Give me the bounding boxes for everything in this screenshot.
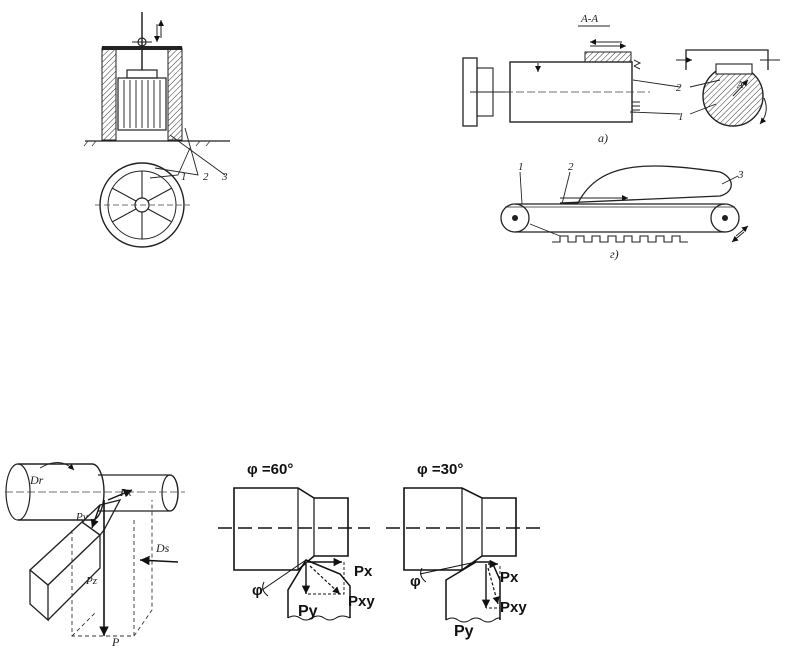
left-wall xyxy=(101,47,117,141)
section-label: A-A xyxy=(580,13,598,25)
workpiece-30 xyxy=(403,487,517,571)
piston xyxy=(126,69,158,79)
label-ds: Ds xyxy=(155,541,170,555)
section-stone xyxy=(715,63,753,75)
belt-rack xyxy=(552,235,688,243)
heading-30: φ =30° xyxy=(417,461,463,478)
heading-60: φ =60° xyxy=(247,461,293,478)
right-wall xyxy=(167,47,183,141)
pxy-60: Pxy xyxy=(348,593,375,610)
phi-30: φ xyxy=(410,573,421,590)
px-30: Px xyxy=(500,569,519,586)
belt-caption: г) xyxy=(610,247,619,261)
force-arrow-px xyxy=(107,489,133,501)
grinding-caption: a) xyxy=(598,131,608,145)
hopper-callout-2: 2 xyxy=(203,171,209,183)
py-30: Py xyxy=(454,623,474,640)
hopper-figure: 1 2 3 xyxy=(83,12,230,248)
belt-figure: 1 2 3 г) xyxy=(500,161,749,261)
pxy-30: Pxy xyxy=(500,599,527,616)
lathe-cylinder-small xyxy=(98,474,179,512)
py-60: Py xyxy=(298,603,318,620)
section-marker: A xyxy=(736,80,744,91)
workpiece-60 xyxy=(233,487,349,571)
arrow-pxy-30 xyxy=(487,567,500,605)
force-box xyxy=(71,500,153,637)
px-60: Px xyxy=(354,563,373,580)
cutting-tool-side xyxy=(29,570,49,622)
angle-diagram-60: φ =60° φ Px Py Pxy xyxy=(218,461,375,621)
angle-diagram-30: φ =30° φ Px Py Pxy xyxy=(386,461,540,640)
grinding-stone xyxy=(584,51,632,63)
charge-block xyxy=(117,77,167,131)
grinding-callout-2: 2 xyxy=(676,82,682,94)
tool-60 xyxy=(287,559,351,618)
label-px: Px xyxy=(119,487,132,499)
force-arrow-py xyxy=(90,504,101,529)
label-dr: Dr xyxy=(29,473,44,487)
belt-callout-1: 1 xyxy=(518,161,524,173)
grinding-callout-1: 1 xyxy=(678,111,684,123)
hopper-callout-1: 1 xyxy=(181,171,187,183)
top-rim xyxy=(102,46,182,50)
feed-arrow-ds xyxy=(139,555,179,566)
label-p: P xyxy=(111,635,120,649)
cutting-tool-tip xyxy=(81,499,122,536)
label-pz: Pz xyxy=(85,575,98,587)
phi-60: φ xyxy=(252,582,263,599)
arrow-pxy-60 xyxy=(309,565,341,595)
cutting-force-figure: Dr Px Py Pz P Ds xyxy=(5,462,185,649)
grinding-figure: A-A A 2 1 a) xyxy=(462,13,780,145)
label-py: Py xyxy=(75,511,88,523)
belt-callout-2: 2 xyxy=(568,161,574,173)
belt-workpiece xyxy=(559,165,732,204)
belt-callout-3: 3 xyxy=(737,169,744,181)
hopper-callout-3: 3 xyxy=(221,171,228,183)
